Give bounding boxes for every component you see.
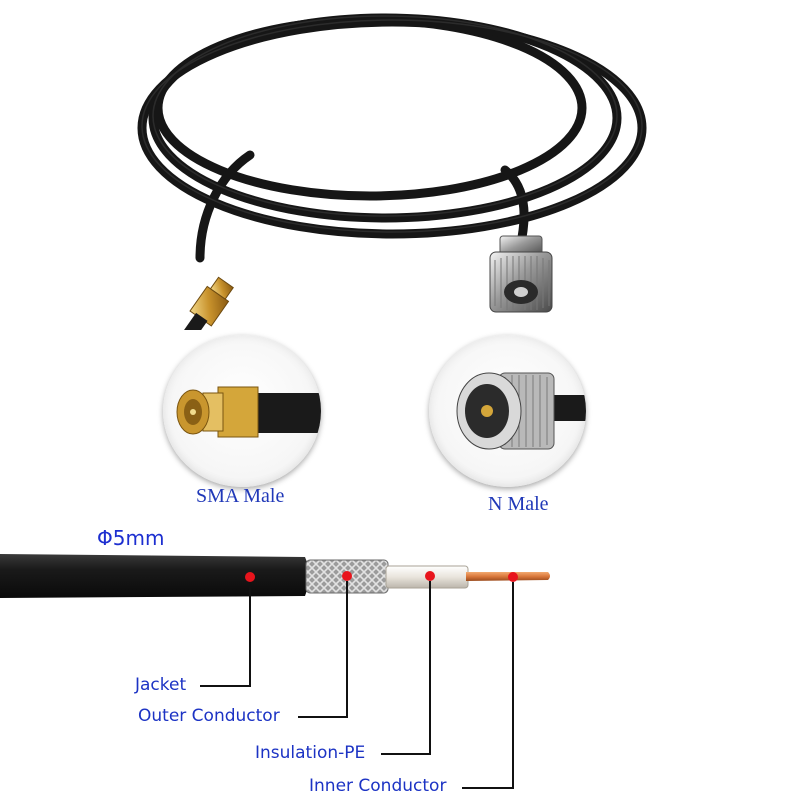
insulation-leader	[381, 581, 431, 755]
inner-conductor-leader	[462, 582, 514, 789]
cable-inner-conductor	[466, 572, 550, 581]
jacket-label: Jacket	[135, 675, 187, 695]
inner-conductor-label: Inner Conductor	[309, 776, 447, 796]
n-detail-circle	[429, 335, 586, 487]
jacket-marker	[245, 572, 255, 582]
n-connector-top	[489, 235, 553, 313]
outer-conductor-label: Outer Conductor	[138, 706, 280, 726]
sma-connector-top	[183, 276, 234, 330]
coiled-cable-illustration	[137, 13, 647, 330]
insulation-label: Insulation-PE	[255, 743, 366, 763]
n-male-connector-icon	[456, 372, 586, 450]
sma-male-connector-icon	[176, 386, 321, 438]
jacket-leader	[200, 582, 251, 687]
cable-diameter-label: Φ5mm	[97, 526, 165, 550]
outer-conductor-leader	[298, 581, 348, 718]
sma-detail-circle	[163, 335, 321, 487]
inner-conductor-marker	[508, 572, 518, 582]
cable-jacket	[0, 554, 309, 598]
insulation-marker	[425, 571, 435, 581]
n-male-label: N Male	[488, 493, 549, 515]
sma-male-label: SMA Male	[196, 485, 285, 507]
outer-conductor-marker	[342, 571, 352, 581]
